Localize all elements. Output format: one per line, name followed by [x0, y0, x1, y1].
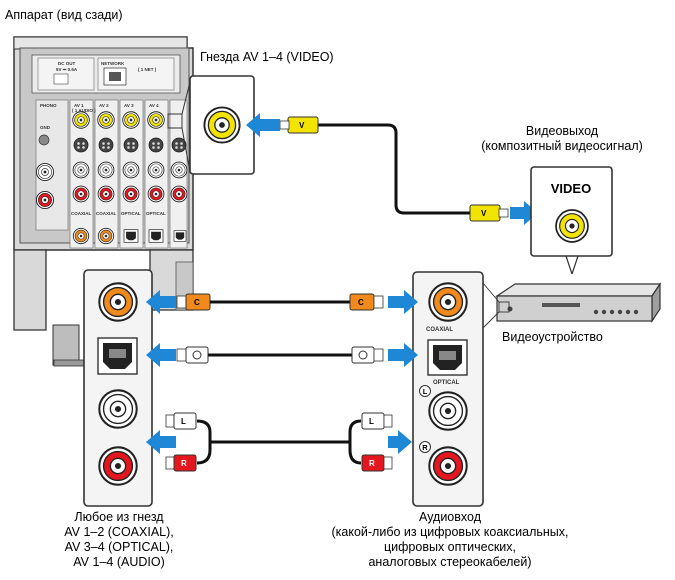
left-plug-right-letter: L: [369, 417, 374, 426]
video-device-icon: [495, 282, 662, 323]
av3-text: AV 3: [124, 103, 134, 108]
network-text: NETWORK: [101, 61, 125, 66]
coaxial-cable: C C: [146, 290, 418, 314]
network-sub-text: ( 1 NET ): [138, 67, 157, 72]
audio-input-caption-line-2: (какой-либо из цифровых коаксиальных,: [331, 525, 569, 539]
video-plug-top-letter: V: [299, 121, 305, 130]
audio-input-caption-line-4: аналоговых стереокабелей): [368, 555, 532, 569]
video-output-subtitle: (композитный видеосигнал): [481, 139, 643, 153]
gnd-screw-icon: [38, 134, 50, 146]
coaxial-arrow-right: [388, 290, 418, 314]
video-plug-top: V: [279, 116, 319, 134]
right-plug-left-letter: R: [181, 459, 187, 468]
video-plug-right: V: [469, 204, 509, 222]
optical-arrow-right: [388, 343, 418, 367]
receiver-jacks-caption: Любое из гнезд AV 1–2 (COAXIAL), AV 3–4 …: [34, 510, 204, 570]
coaxial-label: COAXIAL: [426, 327, 453, 333]
optical-cable: [146, 343, 418, 367]
optical-label: OPTICAL: [433, 380, 460, 386]
coaxial-arrow-left: [146, 290, 176, 314]
optical-small-2-text: OPTICAL: [146, 211, 166, 216]
video-output-title: Видеовыход: [525, 124, 599, 138]
receiver-av-columns: AV 1 AV 2 AV 3 AV 4 ( 1 AUDIO ) COAXI: [69, 99, 188, 249]
av1-text: AV 1: [74, 103, 84, 108]
av-video-jack-zoom: [189, 75, 255, 175]
phono-text: PHONO: [40, 103, 57, 108]
right-plug-right-letter: R: [369, 459, 375, 468]
receiver-jacks-caption-line-2: AV 1–2 (COAXIAL),: [64, 525, 174, 539]
coaxial-plug-right-letter: C: [358, 298, 364, 307]
av2-text: AV 2: [99, 103, 109, 108]
receiver-rear-panel: DC OUT 5V ⎓ 0.5A NETWORK ( 1 NET ) PHONO…: [13, 36, 194, 367]
left-channel-marker: L: [423, 387, 428, 396]
stereo-arrow-left: [146, 430, 176, 454]
audio-input-caption: Аудиовход (какой-либо из цифровых коакси…: [270, 510, 630, 570]
receiver-jacks-caption-line-3: AV 3–4 (OPTICAL),: [64, 540, 174, 554]
device-zoom-callout: [482, 282, 510, 329]
stereo-arrow-right: [388, 430, 412, 454]
coaxial-plug-left-letter: C: [194, 298, 200, 307]
left-plug-left-letter: L: [181, 417, 186, 426]
audio-input-caption-line-1: Аудиовход: [419, 510, 481, 524]
av4-text: AV 4: [149, 103, 159, 108]
receiver-audio-jacks-zoom: [83, 269, 153, 507]
optical-arrow-left: [146, 343, 176, 367]
av-video-jacks-label: Гнезда AV 1–4 (VIDEO): [200, 50, 334, 64]
audio-input-caption-line-3: цифровых оптических,: [384, 540, 516, 554]
gnd-text: GND: [40, 125, 51, 130]
dc-out-rating-text: 5V ⎓ 0.5A: [56, 67, 78, 72]
video-output-jack-zoom: VIDEO: [530, 166, 613, 275]
av1-sub-text: ( 1 AUDIO ): [72, 108, 96, 113]
video-jack-label: VIDEO: [551, 181, 591, 196]
video-device-label: Видеоустройство: [502, 330, 603, 344]
device-audio-jacks-zoom: COAXIAL OPTICAL L R: [412, 271, 484, 507]
receiver-rear-title: Аппарат (вид сзади): [5, 8, 123, 22]
coaxial-small-2-text: COAXIAL: [96, 211, 117, 216]
video-arrow-left: [246, 113, 280, 137]
receiver-jacks-caption-line-4: AV 1–4 (AUDIO): [73, 555, 165, 569]
right-channel-marker: R: [422, 443, 428, 452]
coaxial-small-1-text: COAXIAL: [71, 211, 92, 216]
video-plug-right-letter: V: [481, 209, 487, 218]
stereo-cable: L R L R: [146, 412, 412, 472]
receiver-jacks-caption-line-1: Любое из гнезд: [74, 510, 164, 524]
usb-port-icon: [53, 73, 69, 85]
zoom-callout: [167, 81, 191, 173]
optical-small-1-text: OPTICAL: [121, 211, 141, 216]
dc-out-text: DC OUT: [58, 61, 75, 66]
video-output-label: Видеовыход (композитный видеосигнал): [462, 124, 662, 154]
